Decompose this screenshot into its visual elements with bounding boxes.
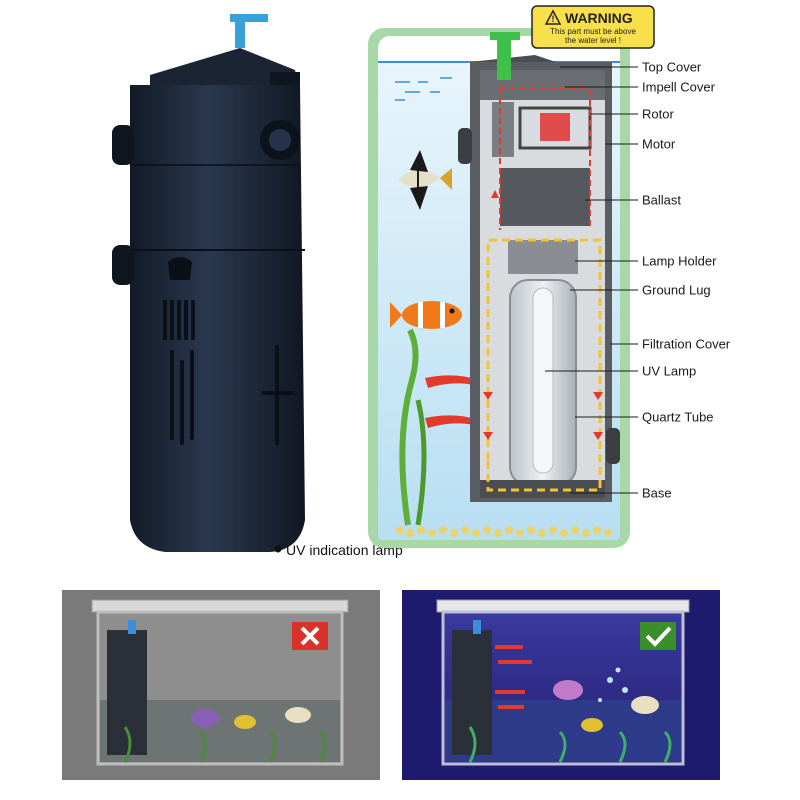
cross-icon <box>292 622 328 650</box>
svg-text:!: ! <box>552 14 555 24</box>
callout-ground-lug: Ground Lug <box>642 283 711 298</box>
clownfish <box>390 301 462 329</box>
filter-product <box>112 14 305 552</box>
callout-rotor: Rotor <box>642 107 674 122</box>
callout-lamp-holder: Lamp Holder <box>642 254 717 269</box>
warning-line-1: This part must be above <box>550 27 636 36</box>
warning-title: WARNING <box>565 10 633 26</box>
callout-base: Base <box>642 486 672 501</box>
callout-motor: Motor <box>642 137 676 152</box>
warning-line-2: the water level ! <box>565 36 621 45</box>
comparison-without-uv <box>62 590 380 780</box>
warning-sign: ! WARNING This part must be above the wa… <box>531 5 655 49</box>
callout-uv-lamp: UV Lamp <box>642 364 696 379</box>
callout-impell-cover: Impell Cover <box>642 80 716 95</box>
indicator-label: UV indication lamp <box>286 542 403 558</box>
check-icon <box>640 622 676 650</box>
tank-cutaway <box>368 28 630 548</box>
callout-top-cover: Top Cover <box>642 60 702 75</box>
indicator-dot <box>274 545 282 553</box>
comparison-with-uv <box>402 590 720 780</box>
angelfish <box>398 150 452 210</box>
callout-filtration-cover: Filtration Cover <box>642 337 731 352</box>
callout-quartz-tube: Quartz Tube <box>642 410 714 425</box>
callout-ballast: Ballast <box>642 193 681 208</box>
